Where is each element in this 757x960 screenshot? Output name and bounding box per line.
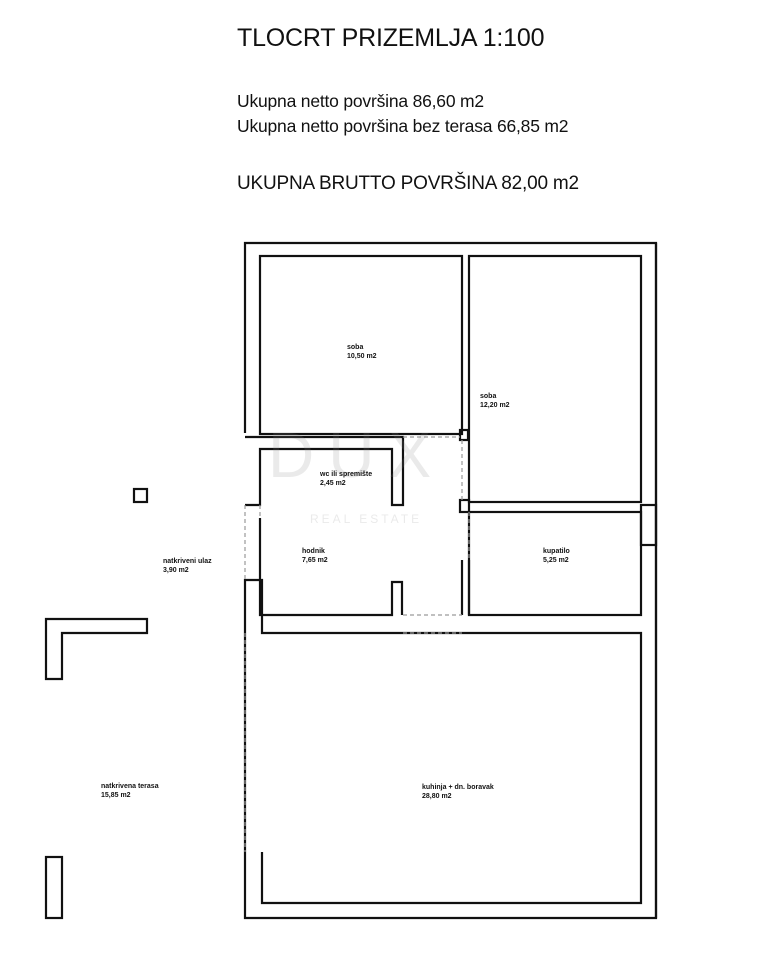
corridor-walls [258,518,404,617]
room-label-wc: wc ili spremište 2,45 m2 [320,471,373,487]
exterior-l-wall [44,617,149,681]
room-label-covered-entrance: natkriveni ulaz 3,90 m2 [163,558,212,574]
wall-stub [458,498,471,514]
bedroom-2-walls [467,254,643,504]
room-label-bedroom-2: soba 12,20 m2 [480,393,510,409]
openings [244,436,470,852]
room-label-bathroom: kupatilo 5,25 m2 [543,548,570,564]
outer-wall [243,241,658,920]
wall-stub-2 [458,428,470,442]
walls [44,241,658,920]
room-label-kitchen-living: kuhinja + dn. boravak 28,80 m2 [422,784,494,800]
watermark-logo: DUX [268,419,446,491]
gross-area-total: UKUPNA BRUTTO POVRŠINA 82,00 m2 [237,173,579,194]
room-label-bedroom-1: soba 10,50 m2 [347,344,377,360]
exterior-column [132,487,149,504]
east-window [639,503,658,547]
room-label-corridor: hodnik 7,65 m2 [302,548,328,564]
bedroom-1-walls [258,254,464,436]
watermark-subtitle: REAL ESTATE [310,512,423,526]
net-area-without-terraces: Ukupna netto površina bez terasa 66,85 m… [237,116,569,136]
exterior-post [44,855,64,920]
room-label-covered-terrace: natkrivena terasa 15,85 m2 [101,783,159,799]
kitchen-walls [243,578,643,905]
wc-walls [245,435,405,507]
net-area-total: Ukupna netto površina 86,60 m2 [237,91,484,111]
plan-title: TLOCRT PRIZEMLJA 1:100 [237,24,545,52]
